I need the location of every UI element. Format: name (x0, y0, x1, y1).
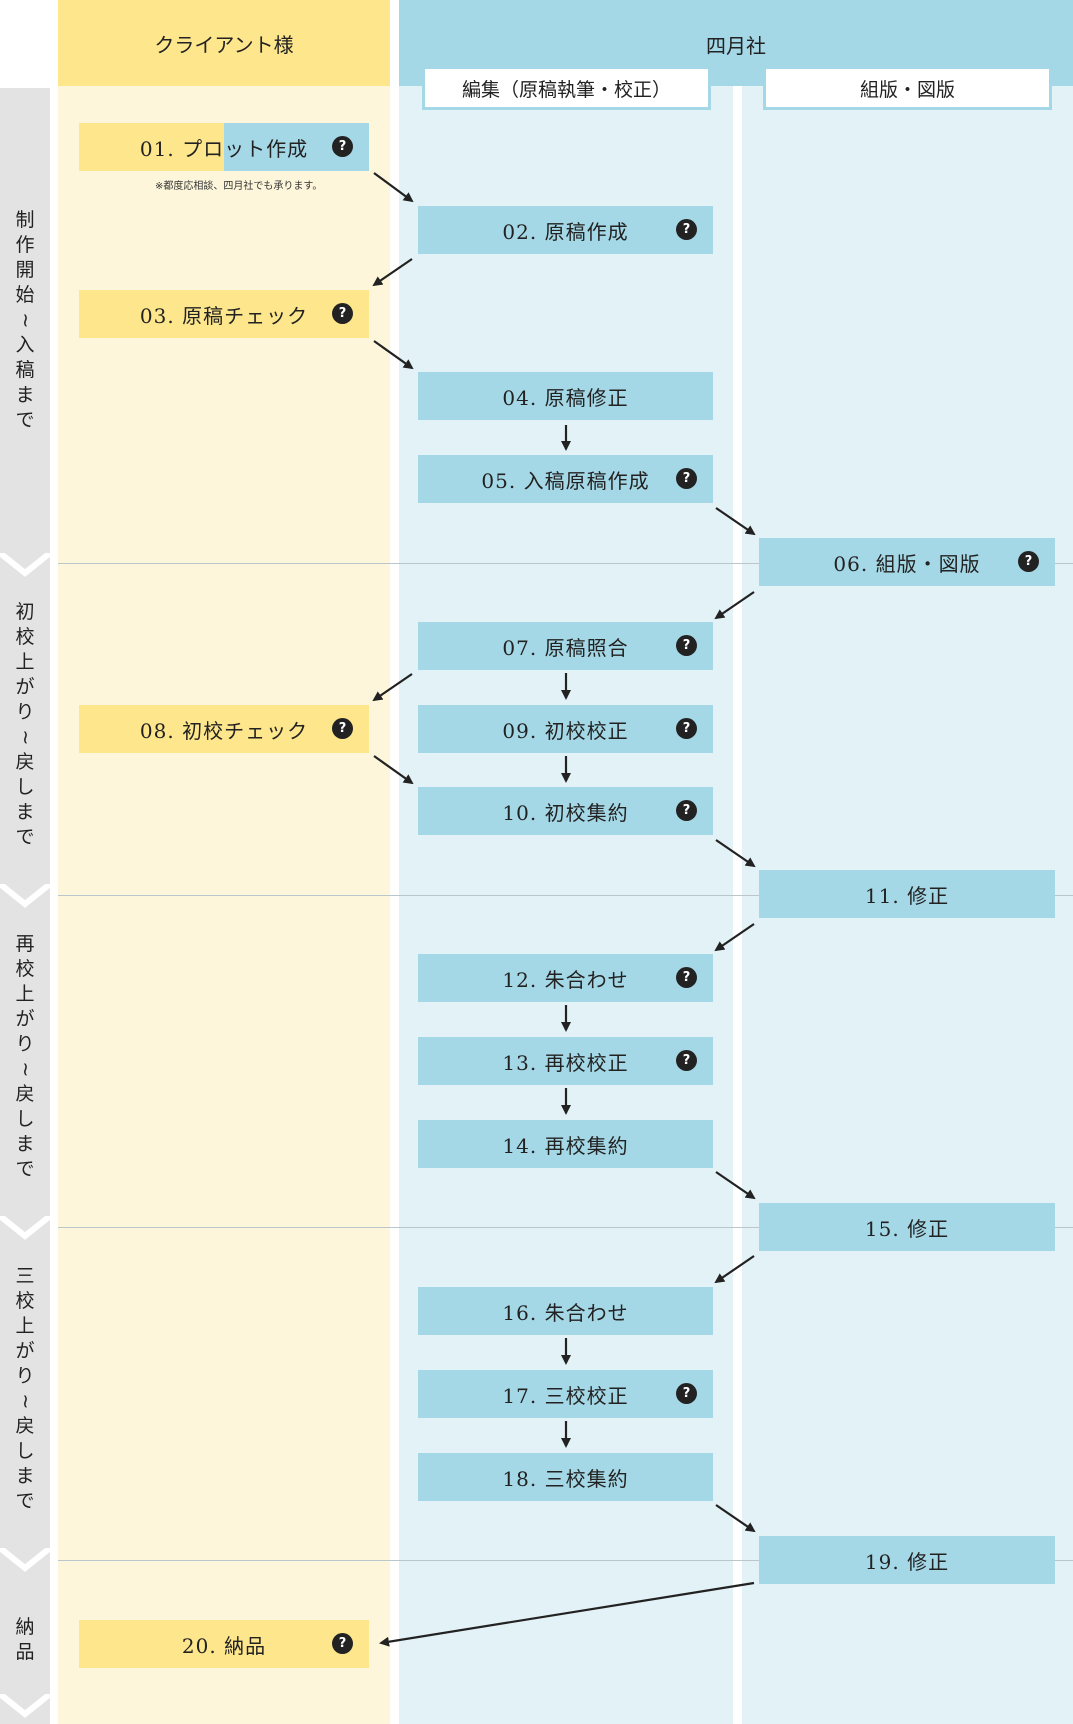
step-label: 09. 初校校正 (502, 718, 629, 743)
phase-separator (0, 884, 50, 908)
flow-arrow (372, 673, 413, 702)
step-box: 04. 原稿修正 (418, 372, 713, 420)
question-icon[interactable]: ? (332, 1633, 353, 1654)
phase-label: 制作開始∼入稿まで (14, 208, 37, 431)
step-label: 05. 入稿原稿作成 (481, 468, 650, 493)
typesetting-lane-label: 組版・図版 (859, 78, 955, 101)
step-label: 11. 修正 (864, 883, 950, 908)
step-label: 08. 初校チェック (139, 718, 309, 743)
editing-lane-header: 編集（原稿執筆・校正） (422, 66, 711, 110)
step-box: 15. 修正 (759, 1203, 1055, 1251)
step-label: 18. 三校集約 (502, 1466, 629, 1491)
step-box: 17. 三校校正? (418, 1370, 713, 1418)
step-box: 03. 原稿チェック? (79, 290, 369, 338)
phase-separator (0, 1694, 50, 1718)
step-box: 09. 初校校正? (418, 705, 713, 753)
step-label: 12. 朱合わせ (502, 967, 629, 992)
step-box: 12. 朱合わせ? (418, 954, 713, 1002)
step-box: 07. 原稿照合? (418, 622, 713, 670)
phase-divider-line (58, 1227, 1073, 1228)
phase-divider-line (58, 895, 1073, 896)
question-icon[interactable]: ? (332, 136, 353, 157)
step-box: 16. 朱合わせ (418, 1287, 713, 1335)
flow-arrow (715, 1171, 756, 1200)
step-label: 07. 原稿照合 (502, 635, 629, 660)
phase-divider-line (58, 1560, 1073, 1561)
phase-divider-line (58, 563, 1073, 564)
step-box: 06. 組版・図版? (759, 538, 1055, 586)
step-box: 20. 納品? (79, 1620, 369, 1668)
lane-divider (733, 86, 742, 1724)
step-label: 04. 原稿修正 (502, 385, 629, 410)
step-label: 02. 原稿作成 (502, 219, 629, 244)
step-label: 06. 組版・図版 (833, 551, 981, 576)
client-header-label: クライアント様 (154, 32, 294, 57)
flow-arrow (714, 591, 755, 620)
editing-lane-label: 編集（原稿執筆・校正） (461, 78, 671, 101)
step-box: 02. 原稿作成? (418, 206, 713, 254)
step-label: 19. 修正 (864, 1549, 950, 1574)
step-box: 11. 修正 (759, 870, 1055, 918)
step-label: 01. プロット作成 (139, 136, 309, 161)
step-box: 05. 入稿原稿作成? (418, 455, 713, 503)
phase-label: 納品 (15, 1616, 35, 1663)
phase-label: 初校上がり∼戻しまで (14, 601, 37, 848)
flow-arrow (372, 258, 413, 287)
step-label: 10. 初校集約 (502, 800, 629, 825)
flow-arrow (373, 172, 414, 203)
step-box: 10. 初校集約? (418, 787, 713, 835)
flow-arrow (373, 755, 414, 785)
flow-arrow (379, 1581, 755, 1647)
question-icon[interactable]: ? (332, 303, 353, 324)
flow-arrow (714, 923, 755, 952)
step-box: 19. 修正 (759, 1536, 1055, 1584)
step-box: 14. 再校集約 (418, 1120, 713, 1168)
phase-separator (0, 1216, 50, 1240)
step-label: 13. 再校校正 (502, 1050, 629, 1075)
step-box: 01. プロット作成? (79, 123, 369, 171)
phase-separator (0, 1548, 50, 1572)
step-note: ※都度応相談、四月社でも承ります。 (155, 181, 323, 192)
step-label: 20. 納品 (181, 1633, 267, 1658)
step-label: 15. 修正 (864, 1216, 950, 1241)
question-icon[interactable]: ? (676, 800, 697, 821)
question-icon[interactable]: ? (676, 718, 697, 739)
flow-arrow (714, 1255, 755, 1284)
flow-arrow (715, 507, 756, 536)
step-label: 16. 朱合わせ (502, 1300, 629, 1325)
question-icon[interactable]: ? (676, 967, 697, 988)
question-icon[interactable]: ? (676, 1383, 697, 1404)
phase-separator (0, 553, 50, 577)
flow-arrow (373, 340, 414, 370)
step-label: 17. 三校校正 (502, 1383, 629, 1408)
step-label: 14. 再校集約 (502, 1133, 629, 1158)
question-icon[interactable]: ? (332, 718, 353, 739)
phase-label: 再校上がり∼戻しまで (14, 933, 37, 1180)
phase-label: 三校上がり∼戻しまで (14, 1265, 37, 1512)
step-box: 18. 三校集約 (418, 1453, 713, 1501)
typesetting-lane-header: 組版・図版 (763, 66, 1052, 110)
shigatsu-header-label: 四月社 (706, 34, 766, 58)
question-icon[interactable]: ? (676, 468, 697, 489)
question-icon[interactable]: ? (676, 635, 697, 656)
question-icon[interactable]: ? (676, 219, 697, 240)
question-icon[interactable]: ? (676, 1050, 697, 1071)
flow-arrow (715, 1504, 756, 1533)
flow-arrow (715, 839, 756, 868)
client-column (58, 0, 390, 1724)
step-box: 08. 初校チェック? (79, 705, 369, 753)
step-box: 13. 再校校正? (418, 1037, 713, 1085)
step-label: 03. 原稿チェック (139, 303, 309, 328)
client-header: クライアント様 (58, 0, 390, 86)
question-icon[interactable]: ? (1018, 551, 1039, 572)
